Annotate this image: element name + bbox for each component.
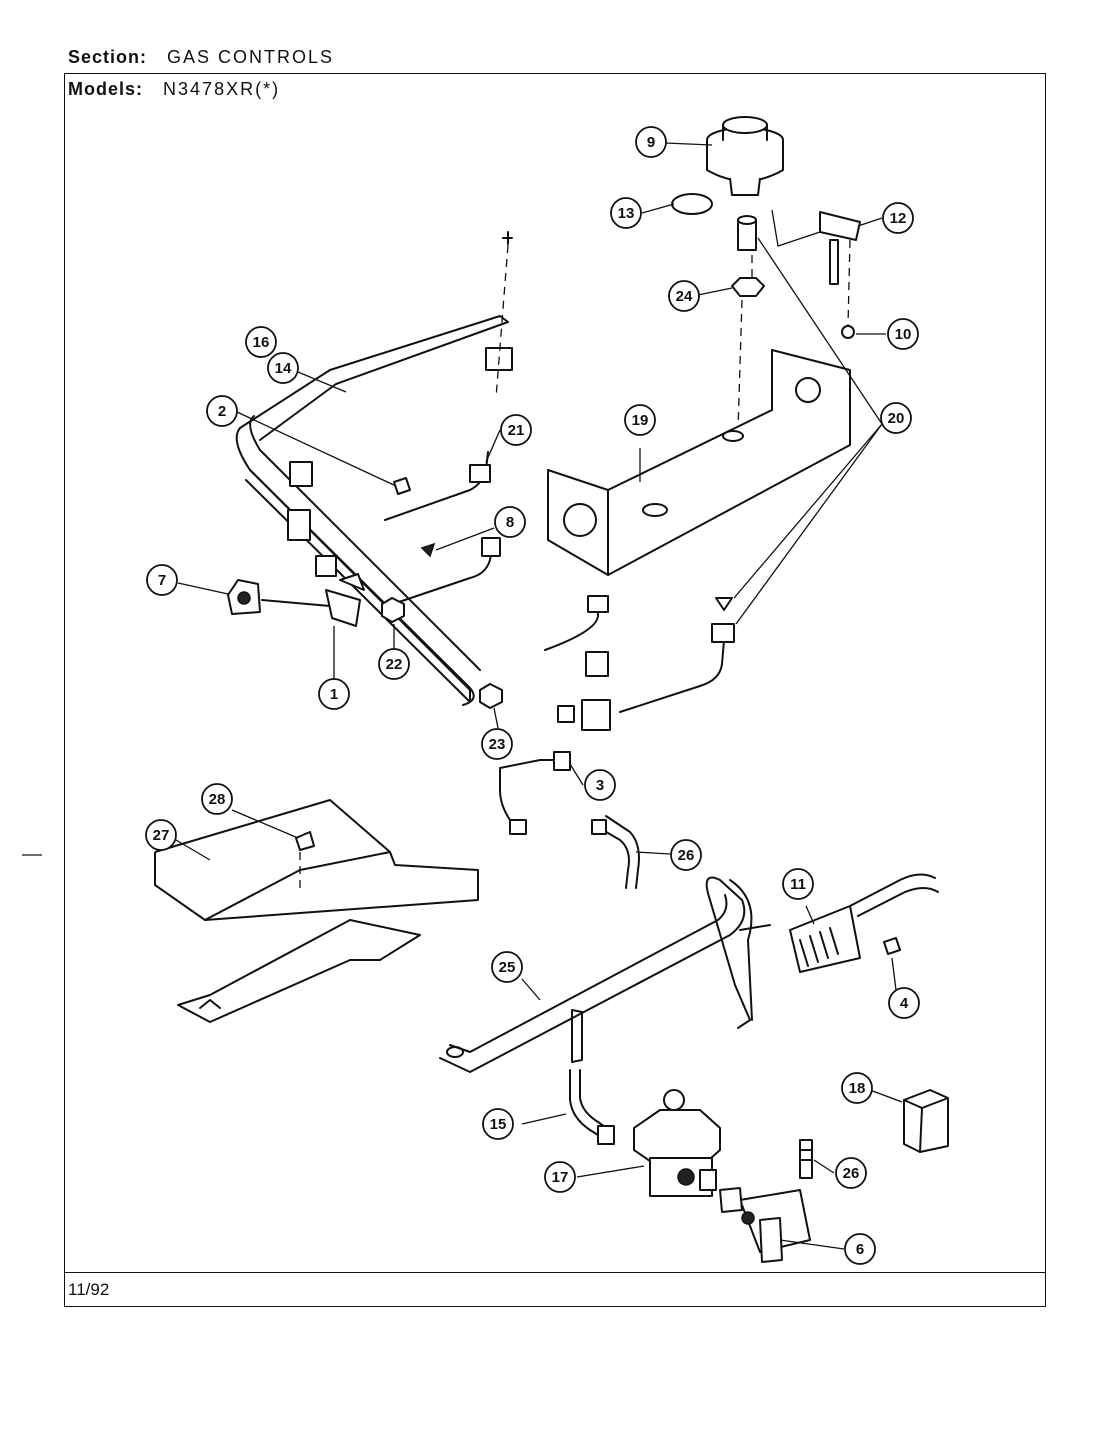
callout-number: 25 xyxy=(499,959,516,976)
callout-21: 21 xyxy=(500,414,532,446)
footer-divider xyxy=(64,1272,1046,1307)
part-8-valve-tube xyxy=(389,537,501,606)
part-19-bracket xyxy=(547,349,851,576)
section-row: Section: GAS CONTROLS xyxy=(68,47,334,68)
part-7-valve-bracket xyxy=(227,579,261,615)
callout-9: 9 xyxy=(635,126,667,158)
revision-date: 11/92 xyxy=(68,1280,110,1299)
callout-number: 28 xyxy=(209,791,226,808)
models-value: N3478XR(*) xyxy=(163,79,281,99)
part-17-regulator xyxy=(633,1089,721,1197)
callout-1: 1 xyxy=(318,678,350,710)
callout-28: 28 xyxy=(201,783,233,815)
callout-number: 27 xyxy=(153,827,170,844)
callout-26: 26 xyxy=(835,1157,867,1189)
callout-2: 2 xyxy=(206,395,238,427)
part-15-tube xyxy=(569,1009,615,1145)
callout-19: 19 xyxy=(624,404,656,436)
callout-11: 11 xyxy=(782,868,814,900)
callout-number: 19 xyxy=(632,412,649,429)
callout-number: 12 xyxy=(890,210,907,227)
callout-15: 15 xyxy=(482,1108,514,1140)
callout-23: 23 xyxy=(481,728,513,760)
part-25-screw xyxy=(883,937,901,955)
callout-number: 26 xyxy=(678,847,695,864)
part-18-spark-module xyxy=(903,1089,949,1153)
callout-number: 3 xyxy=(596,777,604,794)
callout-3: 3 xyxy=(584,769,616,801)
callout-number: 2 xyxy=(218,403,226,420)
part-10-screw xyxy=(841,325,855,339)
callout-13: 13 xyxy=(610,197,642,229)
callout-10: 10 xyxy=(887,318,919,350)
callout-number: 9 xyxy=(647,134,655,151)
callout-number: 14 xyxy=(275,360,292,377)
part-24-nut xyxy=(731,277,765,297)
callout-number: 6 xyxy=(856,1241,864,1258)
callout-number: 20 xyxy=(888,410,905,427)
part-13-o-ring xyxy=(671,193,713,215)
callout-number: 23 xyxy=(489,736,506,753)
callout-17: 17 xyxy=(544,1161,576,1193)
callout-number: 18 xyxy=(849,1080,866,1097)
section-value: GAS CONTROLS xyxy=(167,47,335,67)
diagram-frame xyxy=(64,73,1046,1307)
callout-6: 6 xyxy=(844,1233,876,1265)
part-11-ignition-switch xyxy=(789,873,939,973)
part-orifice-holder xyxy=(737,215,757,251)
callout-7: 7 xyxy=(146,564,178,596)
part-2-screw xyxy=(393,477,411,495)
callout-number: 21 xyxy=(508,422,525,439)
callout-20: 20 xyxy=(880,402,912,434)
callout-4: 4 xyxy=(888,987,920,1019)
part-right-valve-tubes xyxy=(544,595,735,723)
callout-number: 8 xyxy=(506,514,514,531)
callout-24: 24 xyxy=(668,280,700,312)
callout-number: 22 xyxy=(386,656,403,673)
callout-number: 13 xyxy=(618,205,635,222)
callout-14: 14 xyxy=(267,352,299,384)
callout-number: 24 xyxy=(676,288,693,305)
callout-number: 10 xyxy=(895,326,912,343)
callout-22: 22 xyxy=(378,648,410,680)
part-26-hose-upper xyxy=(591,815,640,889)
part-3-elbow xyxy=(499,751,571,835)
callout-8: 8 xyxy=(494,506,526,538)
models-row: Models: N3478XR(*) xyxy=(68,79,280,100)
part-26-fitting-lower xyxy=(799,1139,813,1179)
callout-number: 11 xyxy=(790,876,806,893)
callout-27: 27 xyxy=(145,819,177,851)
part-22-nut xyxy=(381,597,405,623)
callout-number: 15 xyxy=(490,1116,507,1133)
callout-number: 26 xyxy=(843,1165,860,1182)
part-6-valve xyxy=(719,1187,811,1263)
part-28-clip xyxy=(295,831,315,851)
part-1-valve-stem xyxy=(261,573,365,627)
part-21-valve-tube xyxy=(315,451,491,577)
callout-number: 7 xyxy=(158,572,166,589)
part-4-burner-tube xyxy=(439,876,771,1073)
callout-18: 18 xyxy=(841,1072,873,1104)
part-23-nut xyxy=(479,683,503,709)
section-label: Section: xyxy=(68,47,148,67)
callout-16: 16 xyxy=(245,326,277,358)
part-12-electrode xyxy=(819,211,861,285)
part-27-heat-shield xyxy=(154,799,479,1023)
models-label: Models: xyxy=(68,79,144,99)
callout-number: 17 xyxy=(552,1169,569,1186)
callout-number: 16 xyxy=(253,334,270,351)
part-9-burner-head xyxy=(706,116,784,196)
callout-number: 4 xyxy=(900,995,909,1012)
callout-number: 1 xyxy=(330,686,338,703)
part-manifold-bar xyxy=(245,461,611,731)
callout-25: 25 xyxy=(491,951,523,983)
callout-12: 12 xyxy=(882,202,914,234)
callout-26: 26 xyxy=(670,839,702,871)
